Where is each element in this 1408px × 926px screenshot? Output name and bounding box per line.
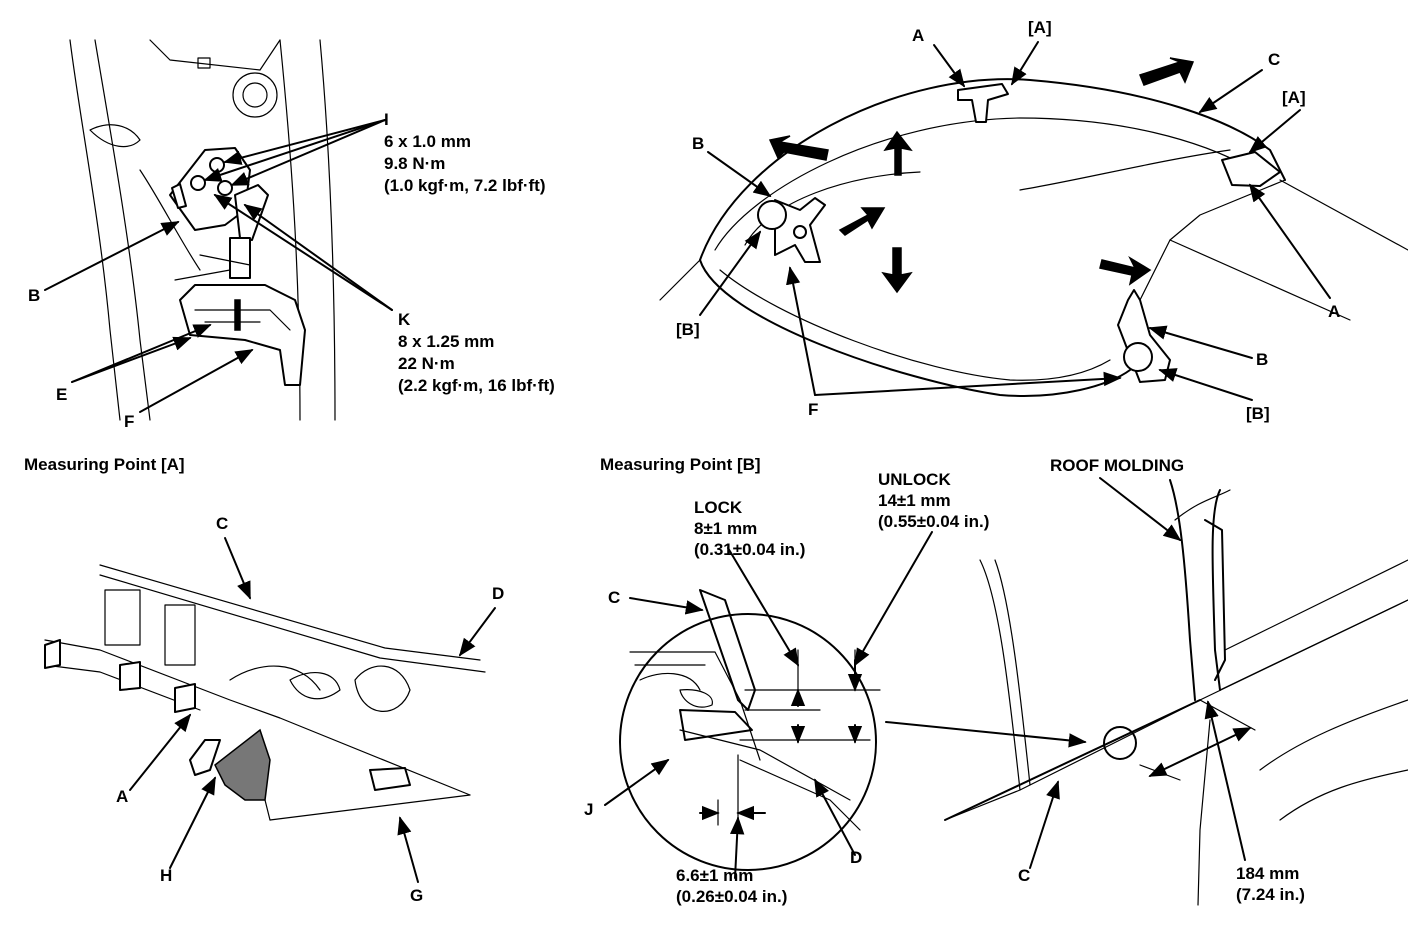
callout-h: H — [160, 866, 173, 885]
callout-a-right: A — [1328, 302, 1341, 321]
callout-j: J — [584, 800, 594, 819]
latch-assembly-illustration — [69, 39, 336, 421]
callout-a-point-a: A — [116, 787, 129, 806]
lock-value-in: (0.31±0.04 in.) — [694, 540, 806, 559]
callout-i: I — [384, 110, 389, 129]
measuring-point-a-leader-lines — [129, 537, 496, 883]
lock-value-mm: 8±1 mm — [694, 519, 758, 538]
callout-b-latch: B — [28, 286, 41, 305]
bolt-i-size: 6 x 1.0 mm — [384, 132, 471, 151]
callout-a-top: A — [912, 26, 925, 45]
callout-bracket-b-right: [B] — [1246, 404, 1270, 423]
unlock-label: UNLOCK — [878, 470, 951, 489]
callout-f-top: F — [808, 400, 819, 419]
gap-value-in: (0.26±0.04 in.) — [676, 887, 788, 906]
gap-value-mm: 6.6±1 mm — [676, 866, 754, 885]
section-title-measuring-point-b: Measuring Point [B] — [600, 455, 761, 474]
bolt-k-size: 8 x 1.25 mm — [398, 332, 495, 351]
callout-d-point-b: D — [850, 848, 863, 867]
callout-bracket-a-top: [A] — [1028, 18, 1052, 37]
roof-molding-illustration — [944, 479, 1408, 906]
roof-molding-leader-lines — [1029, 477, 1246, 869]
roof-molding-label: ROOF MOLDING — [1050, 456, 1185, 475]
measuring-point-b-leader-lines — [604, 531, 1087, 879]
unlock-value-mm: 14±1 mm — [878, 491, 951, 510]
callout-c-top: C — [1268, 50, 1281, 69]
callout-b-right: B — [1256, 350, 1269, 369]
callout-g: G — [410, 886, 424, 905]
roof-distance-in: (7.24 in.) — [1236, 885, 1305, 904]
latch-leader-lines — [44, 119, 393, 413]
roof-distance-mm: 184 mm — [1236, 864, 1300, 883]
bolt-k-torque-nm: 22 N·m — [398, 354, 455, 373]
callout-bracket-a-right: [A] — [1282, 88, 1306, 107]
unlock-value-in: (0.55±0.04 in.) — [878, 512, 990, 531]
callout-f-latch: F — [124, 412, 135, 431]
measuring-point-a-illustration — [44, 564, 486, 821]
hardtop-illustration — [659, 57, 1408, 397]
bolt-i-torque-imperial: (1.0 kgf·m, 7.2 lbf·ft) — [384, 176, 546, 195]
hardtop-leader-lines — [699, 41, 1331, 401]
lock-label: LOCK — [694, 498, 743, 517]
callout-d-point-a: D — [492, 584, 505, 603]
bolt-k-torque-imperial: (2.2 kgf·m, 16 lbf·ft) — [398, 376, 555, 395]
callout-c-roof: C — [1018, 866, 1031, 885]
callout-bracket-b-left: [B] — [676, 320, 700, 339]
callout-c-point-b: C — [608, 588, 621, 607]
callout-e: E — [56, 385, 68, 404]
section-title-measuring-point-a: Measuring Point [A] — [24, 455, 185, 474]
callout-k: K — [398, 310, 411, 329]
bolt-i-torque-nm: 9.8 N·m — [384, 154, 446, 173]
callout-c-point-a: C — [216, 514, 229, 533]
callout-b-top: B — [692, 134, 705, 153]
